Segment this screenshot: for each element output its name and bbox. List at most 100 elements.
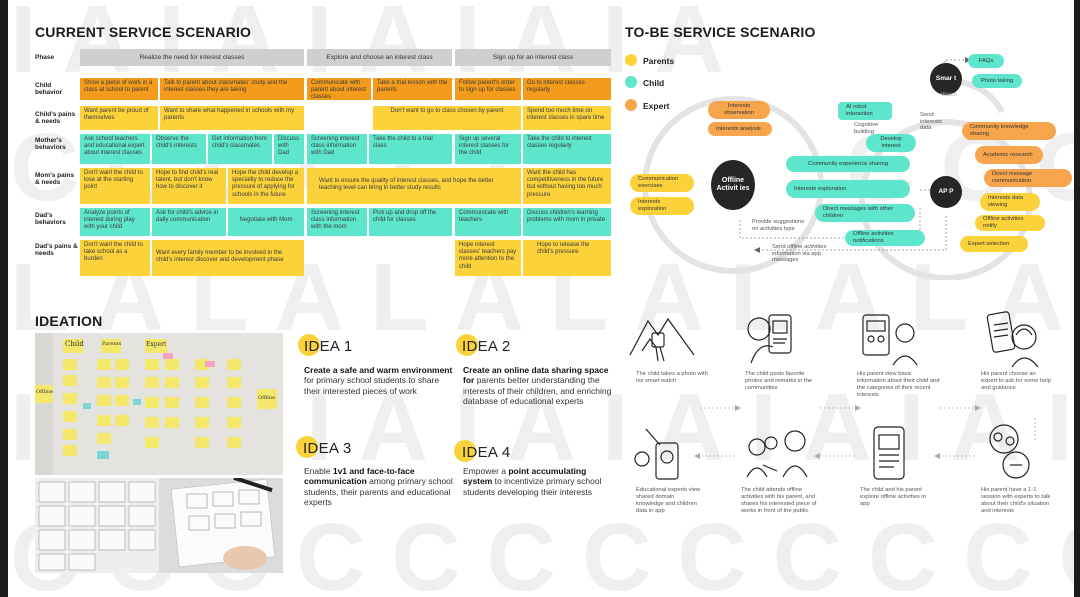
story-caption-5: Educational experts view shared domain k…	[636, 487, 701, 514]
idea-3-bold: 1v1 and face-to-face communication	[304, 466, 415, 487]
idea-2-title: IDEA 2	[462, 338, 511, 355]
scenario-cell: Hope interest classes' teachers pay more…	[455, 240, 521, 276]
legend-parents-label: Parents	[643, 56, 675, 66]
hub-smart-label: Smar t	[935, 75, 957, 83]
story-caption-7: The child and his parent explore offline…	[860, 487, 926, 507]
idea-2-text: Create an online data sharing space for …	[463, 365, 613, 406]
paper-sketches-icon	[35, 478, 283, 573]
pill-community-experience-sharing: Community experience sharing	[786, 156, 910, 172]
scenario-cell: Show a piece of work in a class at schoo…	[80, 78, 158, 100]
legend-expert-label: Expert	[643, 101, 670, 111]
idea-4-text: Empower a point accumulating system to i…	[463, 466, 613, 497]
phase-2: Explore and choose an interest class	[307, 49, 452, 66]
expert-view-data-sketch-icon	[634, 428, 679, 480]
scenario-cell: Follow parent's order to sign up for cla…	[455, 78, 521, 100]
scenario-cell: Communicate with parent about interest c…	[307, 78, 371, 100]
scenario-cell: Don't want the child to take school as a…	[80, 240, 150, 276]
scenario-cell: Hope to release the child's pressure	[523, 240, 611, 276]
scenario-cell: Want the child has competitiveness in th…	[523, 168, 611, 204]
scenario-cell: Negotiate with Mom	[228, 208, 304, 236]
board-label-child: Child	[65, 340, 84, 348]
hub-smart-watch: Smar t	[930, 63, 962, 95]
idea-4-marker	[454, 440, 476, 462]
idea-1-text: Create a safe and warm environment for p…	[304, 365, 454, 396]
pill-faqs: FAQs	[968, 54, 1004, 68]
scenario-cell: Go to interest classes regularly	[523, 78, 611, 100]
phase-1: Realize the need for interest classes	[80, 49, 304, 66]
scenario-cell: Take the child to interest classes regul…	[523, 134, 611, 164]
scenario-cell: Want every family member to be involved …	[152, 240, 304, 276]
scenario-cell: Sign up several interest classes for the…	[455, 134, 521, 164]
scenario-cell: Take the child to a trial class	[369, 134, 452, 164]
hub-offline-activities: Offline Activit ies	[711, 160, 755, 210]
legend-expert-swatch	[625, 99, 637, 111]
scenario-cell: Want to share what happened in schools w…	[160, 106, 304, 130]
scenario-cell: Get information from child's classmates	[208, 134, 272, 164]
hub-app: AP P	[930, 176, 962, 208]
row-label-phase: Phase	[35, 54, 55, 61]
note-send-interests-data: Send interests data	[920, 112, 942, 132]
pill-develop-interest: Develop interest	[866, 134, 916, 152]
story-caption-1: The child takes a photo with his smart w…	[636, 371, 708, 384]
scenario-cell: Screening interest class information wit…	[307, 134, 367, 164]
pill-academic-research: Academic research	[975, 146, 1043, 164]
pill-expert-selection: Expert selection	[960, 236, 1028, 252]
idea-4-rest: to incentivize primary school students d…	[463, 476, 602, 497]
pill-offline-activities-notify: Offline activities notify	[975, 215, 1045, 231]
scenario-cell: Communicate with teachers	[455, 208, 521, 236]
scenario-cell: Want to ensure the quality of interest c…	[307, 168, 521, 204]
idea-2-bold: Create an online data sharing space for	[463, 365, 609, 386]
scenario-cell: Screening interest class information wit…	[307, 208, 367, 236]
scenario-cell: Ask for child's advice in daily communic…	[152, 208, 226, 236]
idea-1-bold: Create a safe and warm environment	[304, 365, 453, 375]
left-edge	[0, 0, 8, 597]
sketches-photo	[35, 478, 283, 573]
legend-parents-swatch	[625, 54, 637, 66]
board-label-parents: Parents	[102, 341, 122, 347]
pill-direct-message-communication: Direct message communication	[984, 169, 1072, 187]
idea-4-pre: Empower a	[463, 466, 509, 476]
idea-2-rest: parents better understanding the interes…	[463, 375, 612, 407]
pill-communication-exercises: Communication exercises	[630, 174, 694, 192]
board-label-expert: Expert	[146, 341, 167, 348]
sticky-note-board-photo: Child Parents Expert Offline Offline	[35, 333, 283, 475]
pill-interests-analysis: Interests analysis	[708, 122, 772, 136]
note-provide-suggestions: Provide suggestions on activities type	[752, 219, 805, 232]
pill-interests-data-viewing: Interests data viewing	[980, 193, 1040, 211]
right-edge	[1074, 0, 1080, 597]
row-label-mother-behaviors: Mother's behaviors	[35, 137, 66, 152]
scenario-cell: Hope to find child's real talent, but do…	[152, 168, 226, 204]
idea-2-marker	[456, 334, 478, 356]
story-caption-8: His parent have a 1-1 session with exper…	[981, 487, 1051, 514]
storyboard-flow-arrows	[694, 405, 1036, 459]
scenario-cell: Ask school teachers and educational expe…	[80, 134, 150, 164]
pill-ai-robot-interaction: AI robot interaction	[838, 102, 892, 120]
pill-photo-taking: Photo taking	[972, 74, 1022, 88]
row-label-dad-pains: Dad's pains & needs	[35, 243, 78, 258]
scenario-cell: Spend too much time on interest classes …	[523, 106, 611, 130]
ideation-title: IDEATION	[35, 313, 103, 329]
row-label-mom-pains: Mom's pains & needs	[35, 172, 75, 187]
scenario-cell: Discuss with Dad	[274, 134, 304, 164]
scenario-cell: Analyze points of interest during play w…	[80, 208, 150, 236]
current-scenario-title: CURRENT SERVICE SCENARIO	[35, 24, 252, 40]
pill-community-knowledge-sharing: Community knowledge sharing	[962, 122, 1056, 140]
phase-3: Sign up for an interest class	[455, 49, 611, 66]
scenario-cell: Hope the child develop a speciality to r…	[228, 168, 304, 204]
idea-1-title: IDEA 1	[304, 338, 353, 355]
note-send-offline-info: Send offline activities information via …	[772, 244, 827, 264]
idea-3-pre: Enable	[304, 466, 333, 476]
row-label-child-behavior: Child behavior	[35, 82, 63, 97]
pill-interests-observation: Interests observation	[708, 101, 770, 119]
one-on-one-session-sketch-icon	[989, 424, 1030, 479]
scenario-cell: Pick up and drop off the child for class…	[369, 208, 452, 236]
idea-3-rest: among primary school students, their par…	[304, 476, 453, 508]
row-label-child-pains: Child's pains & needs	[35, 111, 76, 126]
story-caption-4: His parent choose an expert to ask for s…	[981, 371, 1051, 391]
scenario-cell: Don't want the child to lose at the star…	[80, 168, 150, 204]
offline-activities-app-sketch-icon	[873, 426, 905, 480]
row-label-dad-behaviors: Dad's behaviors	[35, 212, 66, 227]
idea-3-title: IDEA 3	[303, 440, 352, 457]
legend-child-swatch	[625, 76, 637, 88]
